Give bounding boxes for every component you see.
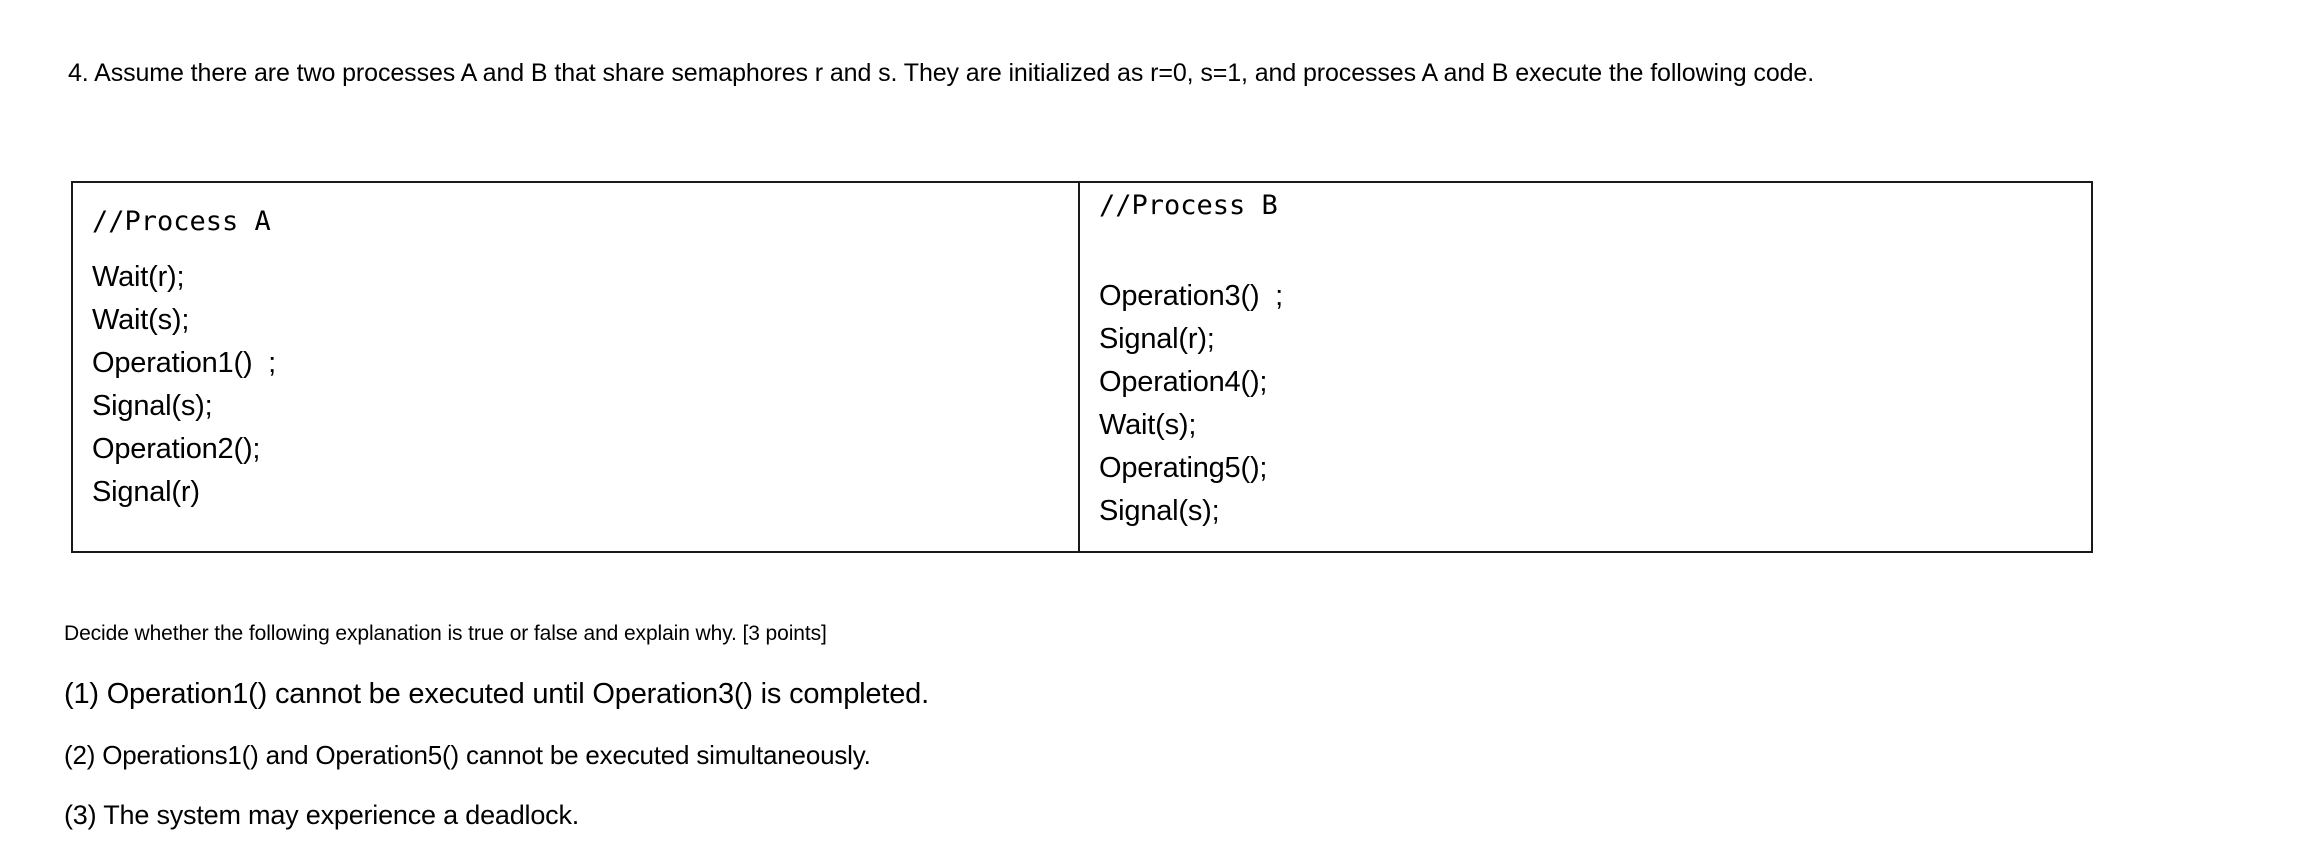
question-header-text: 4. Assume there are two processes A and …	[68, 59, 1815, 87]
code-line: Signal(s);	[1099, 495, 1220, 527]
code-line: Wait(r);	[92, 261, 185, 293]
statement-item-3: (3) The system may experience a deadlock…	[64, 800, 580, 830]
process-b-column: //Process B Operation3() ; Signal(r); Op…	[1080, 183, 2091, 551]
process-b-content: //Process B Operation3() ; Signal(r); Op…	[1080, 183, 2091, 533]
process-a-column: //Process A Wait(r); Wait(s); Operation1…	[73, 183, 1080, 551]
process-b-label: //Process B	[1099, 190, 1278, 221]
code-line: Operation2();	[92, 433, 261, 465]
process-a-label: //Process A	[92, 206, 271, 237]
statement-item-1: (1) Operation1() cannot be executed unti…	[64, 678, 929, 710]
code-line: Operating5();	[1099, 452, 1268, 484]
code-line: Wait(s);	[1099, 409, 1197, 441]
code-line: Operation4();	[1099, 366, 1268, 398]
statement-item-2: (2) Operations1() and Operation5() canno…	[64, 740, 871, 770]
code-line: Operation1() ;	[92, 347, 276, 379]
process-code-table: //Process A Wait(r); Wait(s); Operation1…	[71, 181, 2093, 553]
process-a-code-lines: Wait(r); Wait(s); Operation1() ; Signal(…	[92, 256, 1078, 514]
code-line: Signal(r);	[1099, 323, 1215, 355]
process-b-code-lines: Operation3() ; Signal(r); Operation4(); …	[1099, 275, 2091, 533]
instruction-text: Decide whether the following explanation…	[64, 622, 827, 645]
code-line: Signal(r)	[92, 476, 200, 508]
code-line: Wait(s);	[92, 304, 190, 336]
code-line: Operation3() ;	[1099, 280, 1283, 312]
process-a-content: //Process A Wait(r); Wait(s); Operation1…	[73, 183, 1078, 514]
code-line: Signal(s);	[92, 390, 213, 422]
